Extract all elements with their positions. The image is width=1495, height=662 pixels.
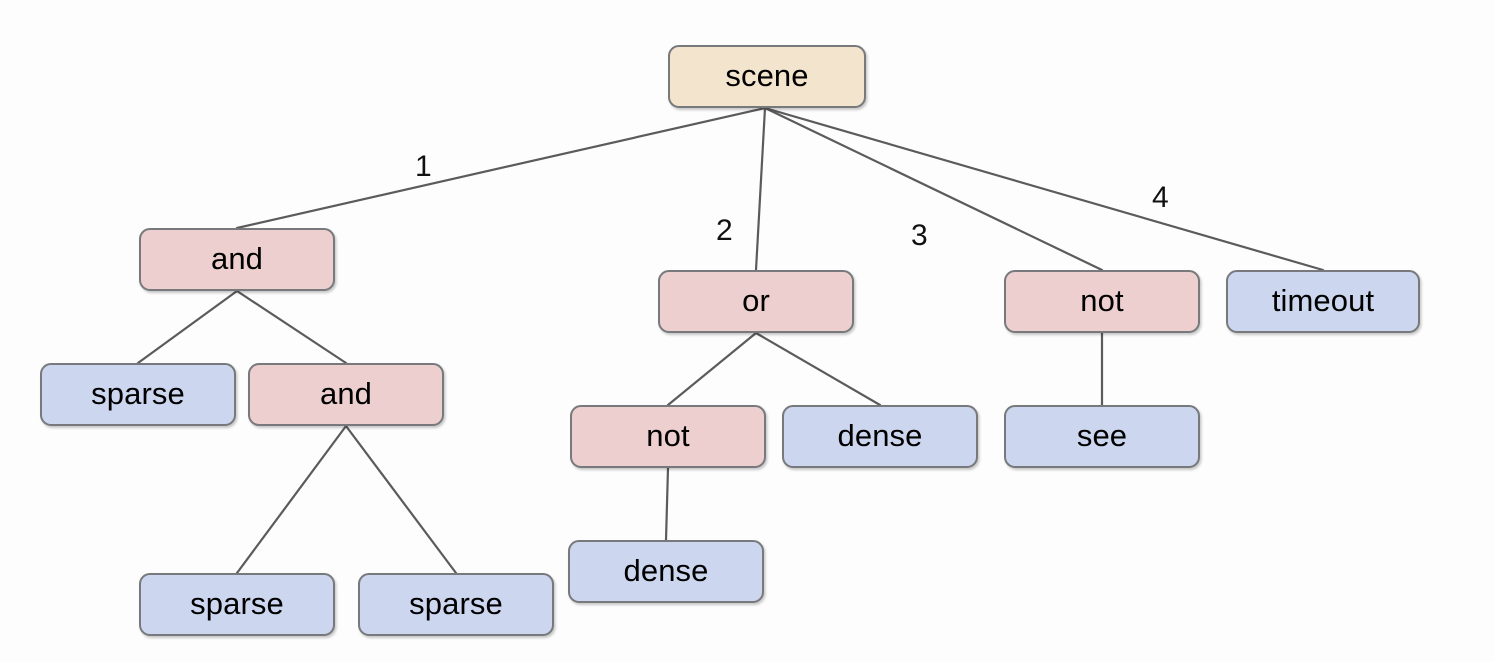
tree-node-not2[interactable]: not [1004,270,1200,333]
tree-node-label: timeout [1271,283,1375,318]
tree-node-label: sparse [190,586,284,621]
tree-node-and1[interactable]: and [139,228,335,291]
tree-node-label: see [1076,418,1128,453]
tree-node-sparse1[interactable]: sparse [40,363,236,426]
tree-node-dense2[interactable]: dense [568,540,764,603]
tree-node-label: sparse [91,376,185,411]
tree-node-dense1[interactable]: dense [782,405,978,468]
tree-node-sparse3[interactable]: sparse [358,573,554,636]
tree-node-timeout[interactable]: timeout [1226,270,1420,333]
edge-label-4: 4 [1152,181,1169,214]
tree-node-label: or [742,283,770,318]
tree-node-see[interactable]: see [1004,405,1200,468]
tree-node-label: not [646,418,690,453]
tree-node-label: dense [623,553,709,588]
tree-node-not1[interactable]: not [570,405,766,468]
tree-node-label: and [210,241,264,276]
tree-node-label: and [319,376,373,411]
tree-node-label: sparse [409,586,503,621]
tree-node-label: not [1080,283,1124,318]
tree-node-scene[interactable]: scene [668,45,866,108]
tree-node-label: dense [837,418,923,453]
tree-node-label: scene [725,58,809,93]
edge-label-2: 2 [716,214,733,247]
tree-node-sparse2[interactable]: sparse [139,573,335,636]
tree-node-and2[interactable]: and [248,363,444,426]
edge-label-3: 3 [911,219,928,252]
edge-label-1: 1 [415,150,432,183]
tree-node-or1[interactable]: or [658,270,854,333]
